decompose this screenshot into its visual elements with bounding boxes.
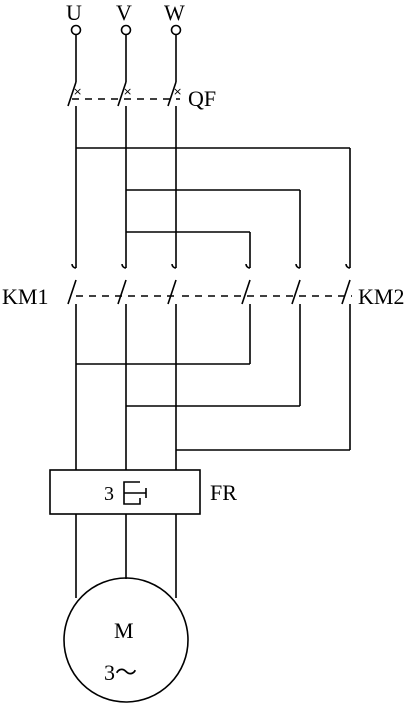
relay-box xyxy=(49,469,201,515)
relay-inner-label: 3 xyxy=(104,483,114,505)
terminal-u xyxy=(70,24,82,36)
motor-leads xyxy=(75,514,177,598)
km1-label: KM1 xyxy=(2,284,48,309)
svg-text:×: × xyxy=(173,85,182,98)
motor-label: M xyxy=(114,618,134,643)
km2-label: KM2 xyxy=(358,284,404,309)
phase-label-w: W xyxy=(164,0,185,25)
motor-sub-label: 3～ xyxy=(104,660,137,685)
circuit-breaker-qf: × × × xyxy=(67,81,182,232)
upper-cross-wiring xyxy=(75,147,351,268)
terminal-v xyxy=(120,24,132,36)
terminal-w xyxy=(170,24,182,36)
svg-text:×: × xyxy=(73,85,82,98)
contactor-km2 xyxy=(182,263,352,318)
relay-label: FR xyxy=(210,480,237,505)
phase-label-v: V xyxy=(116,0,132,25)
supply-terminals xyxy=(70,24,182,82)
contactor-km1 xyxy=(67,263,180,318)
motor-circle xyxy=(63,577,189,703)
phase-label-u: U xyxy=(66,0,82,25)
svg-text:×: × xyxy=(123,85,132,98)
breaker-label: QF xyxy=(188,86,216,111)
thermal-relay-fr: 3 xyxy=(49,469,201,515)
lower-cross-wiring xyxy=(75,318,351,470)
thermal-element-icon xyxy=(123,481,147,505)
